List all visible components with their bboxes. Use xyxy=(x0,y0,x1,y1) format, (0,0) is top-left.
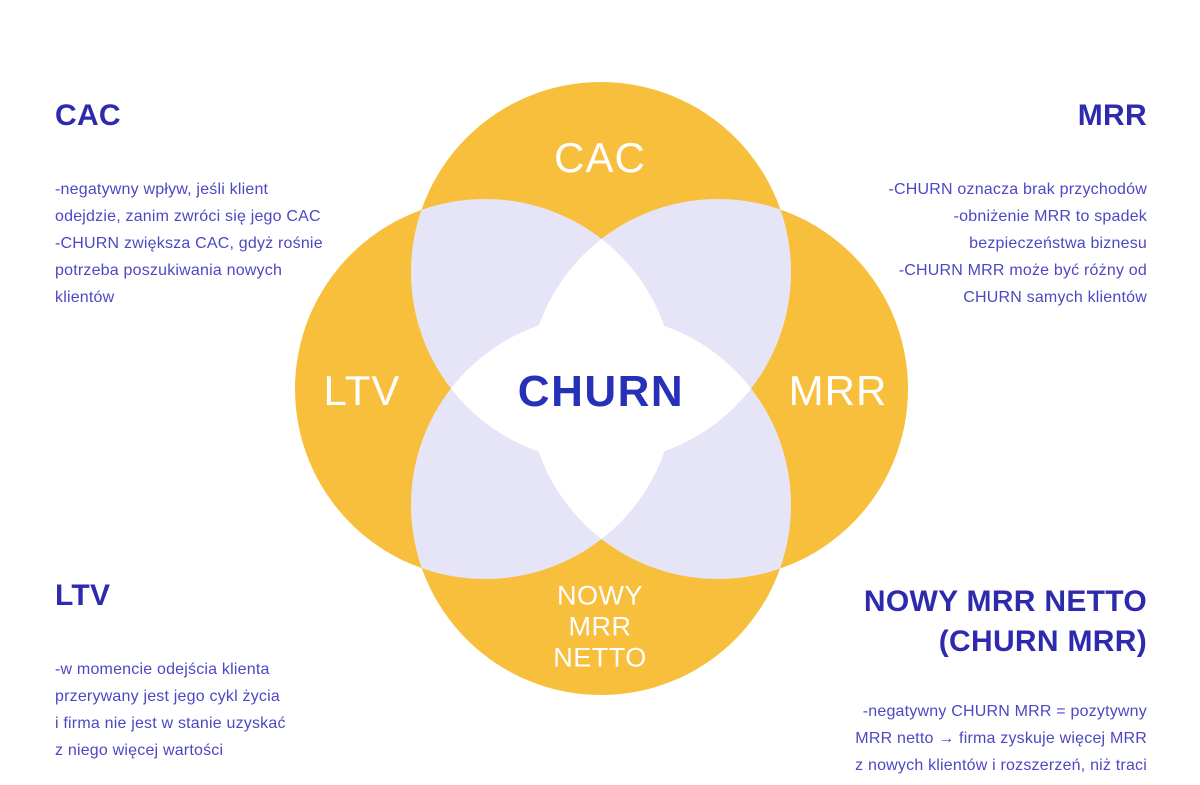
note-mrr-title: MRR xyxy=(1077,99,1147,132)
note-cac: CAC -negatywny wpływ, jeśli klient odejd… xyxy=(55,62,323,347)
circle-label-cac: CAC xyxy=(554,134,646,181)
note-ltv-title: LTV xyxy=(55,579,111,612)
note-nowy-mrr-netto-body: -negatywny CHURN MRR = pozytywny MRR net… xyxy=(855,703,1147,785)
center-overlaps xyxy=(411,199,791,579)
note-cac-title: CAC xyxy=(55,99,121,132)
circle-label-mrr: MRR xyxy=(788,367,888,414)
note-mrr-body: -CHURN oznacza brak przychodów -obniżeni… xyxy=(888,181,1147,306)
overlap-cac-nowy-center xyxy=(411,315,791,462)
center-label-churn: CHURN xyxy=(517,367,685,416)
note-ltv: LTV -w momencie odejścia klienta przeryw… xyxy=(55,542,286,785)
circle-label-nowy-mrr-netto: NOWY MRR NETTO xyxy=(553,580,647,673)
overlap-ltv-mrr-center xyxy=(528,199,675,579)
note-nowy-mrr-netto-title: NOWY MRR NETTO (CHURN MRR) xyxy=(863,585,1147,658)
note-ltv-body: -w momencie odejścia klienta przerywany … xyxy=(55,661,286,759)
note-cac-body: -negatywny wpływ, jeśli klient odejdzie,… xyxy=(55,181,323,306)
note-nowy-mrr-netto: NOWY MRR NETTO (CHURN MRR) -negatywny CH… xyxy=(855,546,1147,785)
note-mrr: MRR -CHURN oznacza brak przychodów -obni… xyxy=(888,62,1147,347)
circle-label-ltv: LTV xyxy=(323,367,401,414)
